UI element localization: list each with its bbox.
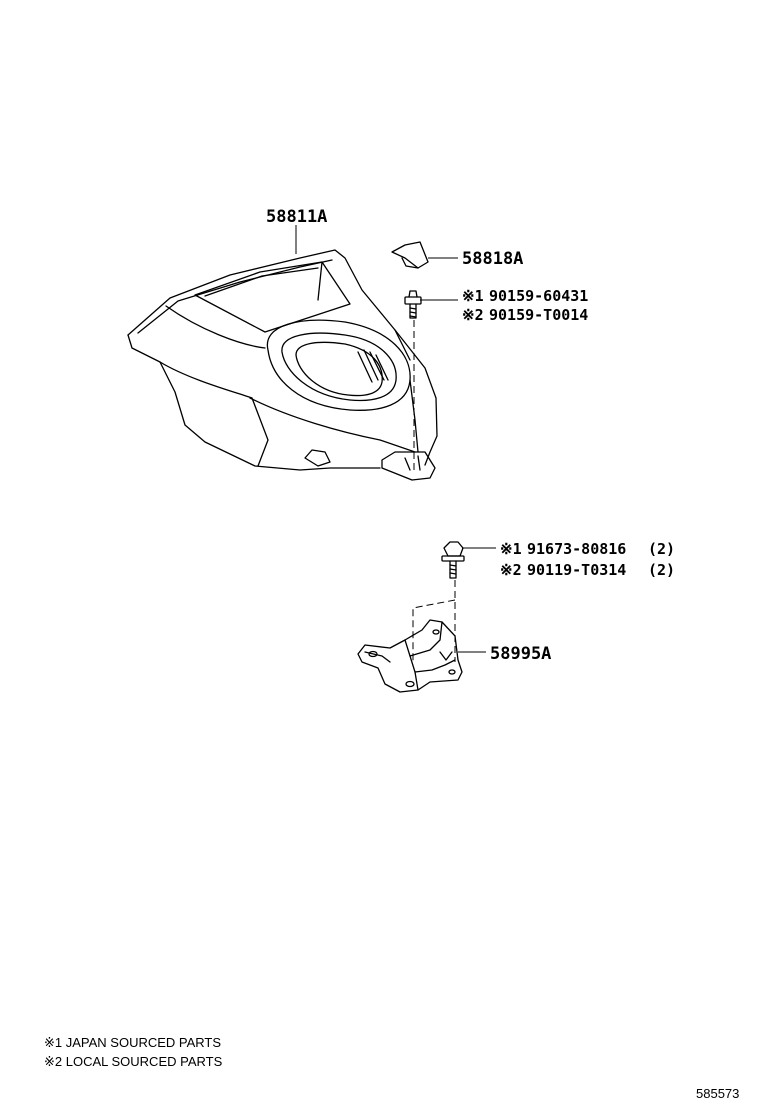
screw-upper-drawing: [404, 290, 422, 319]
bracket-drawing: [357, 619, 463, 693]
label-console-panel: 58811A: [266, 207, 327, 227]
footnote-japan: ※1 JAPAN SOURCED PARTS: [44, 1035, 221, 1050]
diagram-id: 585573: [696, 1086, 739, 1101]
bolt-dashline-2: [412, 599, 456, 662]
bolt-lower-qty1: (2): [648, 540, 675, 558]
label-bracket: 58995A: [490, 644, 551, 664]
cover-drawing: [391, 241, 429, 269]
label-cover: 58818A: [462, 249, 523, 269]
screw-upper-mark1: ※1: [462, 287, 484, 305]
screw-upper-part2: 90159-T0014: [489, 306, 588, 324]
callout-bolt-lower: ※1 91673-80816 (2) ※2 90119-T0314 (2): [500, 540, 675, 579]
screw-upper-mark2: ※2: [462, 306, 484, 324]
console-panel-drawing: [127, 249, 438, 481]
leader-lines: [295, 225, 496, 653]
bolt-lower-part1: 91673-80816: [527, 540, 626, 558]
bolt-lower-mark2: ※2: [500, 561, 522, 579]
bolt-lower-qty2: (2): [648, 561, 675, 579]
bolt-lower-part2: 90119-T0314: [527, 561, 626, 579]
screw-upper-part1: 90159-60431: [489, 287, 588, 305]
footnote-local: ※2 LOCAL SOURCED PARTS: [44, 1054, 223, 1069]
bolt-lower-mark1: ※1: [500, 540, 522, 558]
bolt-lower-drawing: [441, 541, 465, 579]
callout-screw-upper: ※1 90159-60431 ※2 90159-T0014: [462, 287, 588, 324]
